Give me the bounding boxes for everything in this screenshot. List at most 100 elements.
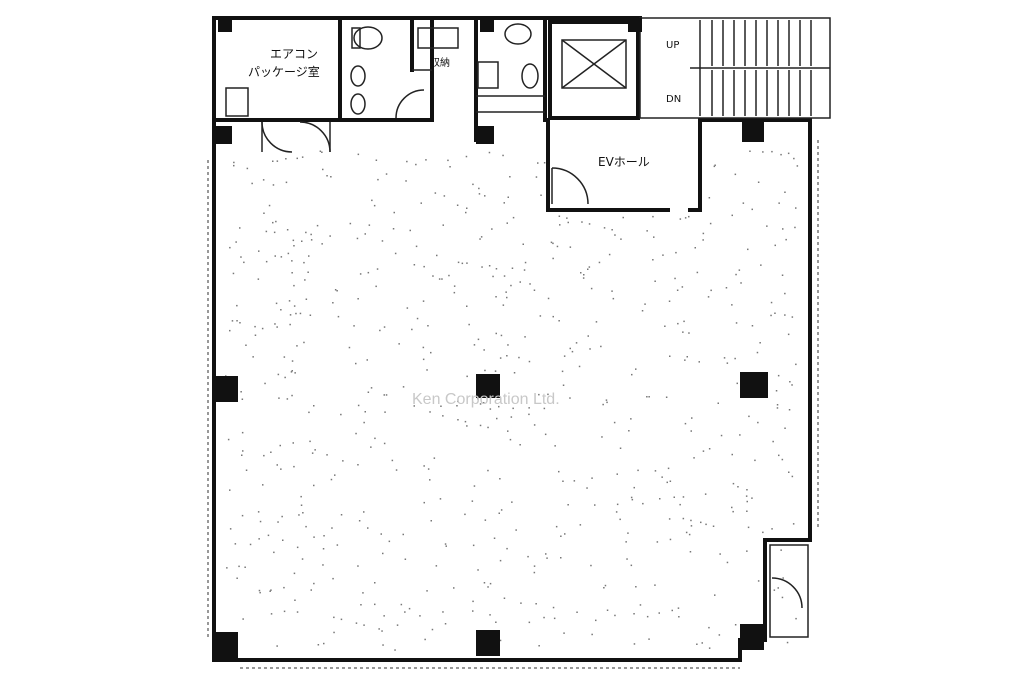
- floor-dot: [288, 300, 291, 302]
- floor-dot: [627, 532, 629, 534]
- floor-dot: [723, 357, 726, 359]
- floor-dot: [598, 261, 601, 264]
- floor-dot: [426, 590, 428, 592]
- floor-dot: [379, 329, 381, 332]
- floor-dot: [507, 196, 509, 198]
- floor-dot: [262, 179, 265, 181]
- floor-dot: [731, 214, 733, 217]
- floor-dot: [427, 468, 430, 470]
- floor-dot: [241, 398, 244, 400]
- floor-dot: [466, 305, 468, 307]
- floor-dot: [464, 420, 467, 423]
- floor-dot: [786, 641, 789, 644]
- floor-dot: [296, 546, 299, 549]
- floor-dot: [770, 301, 773, 304]
- floor-dot: [689, 551, 692, 553]
- floor-dot: [243, 261, 245, 264]
- floor-dot: [509, 438, 512, 441]
- floor-dot: [615, 511, 618, 513]
- floor-dot: [646, 615, 649, 618]
- floor-dot: [588, 223, 591, 225]
- floor-dot: [633, 486, 635, 489]
- floor-dot: [684, 422, 687, 425]
- floor-dot: [442, 415, 444, 417]
- floor-dot: [465, 155, 468, 158]
- floor-dot: [524, 336, 526, 338]
- floor-dot: [511, 501, 513, 503]
- floor-dot: [600, 345, 602, 348]
- floor-dot: [503, 202, 505, 204]
- floor-dot: [787, 333, 790, 336]
- floor-dot: [295, 312, 297, 315]
- floor-dot: [668, 300, 671, 302]
- floor-dot: [684, 217, 687, 219]
- floor-dot: [713, 165, 716, 168]
- floor-dot: [512, 216, 515, 219]
- floor-dot: [795, 617, 797, 620]
- floor-dot: [404, 611, 406, 613]
- floor-dot: [236, 304, 238, 307]
- floor-dot: [366, 359, 368, 361]
- floor-dot: [776, 407, 779, 409]
- floor-dot: [233, 164, 235, 167]
- floor-dot: [269, 590, 271, 592]
- floor-dot: [244, 566, 246, 568]
- floor-dot: [633, 613, 635, 615]
- floor-dot: [263, 212, 265, 214]
- floor-dot: [644, 303, 646, 305]
- floor-dot: [383, 442, 386, 445]
- floor-dot: [776, 404, 779, 406]
- floor-dot: [558, 470, 560, 473]
- floor-dot: [439, 498, 442, 500]
- floor-dot: [602, 403, 604, 406]
- floor-dot: [590, 564, 592, 567]
- floor-dot: [606, 401, 608, 404]
- floor-dot: [275, 302, 278, 305]
- floor-dot: [453, 285, 456, 287]
- floor-dot: [780, 549, 782, 551]
- floor-dot: [239, 322, 241, 324]
- floor-dot: [679, 503, 681, 506]
- floor-dot: [241, 454, 243, 456]
- floor-dot: [494, 370, 497, 372]
- floor-dot: [630, 496, 633, 499]
- floor-dot: [234, 543, 237, 545]
- toilet-block-2: [430, 16, 547, 142]
- floor-dot: [340, 413, 342, 416]
- floor-dot: [635, 368, 637, 370]
- floor-dot: [415, 163, 417, 166]
- floor-dot: [322, 548, 325, 550]
- floor-dot: [466, 425, 468, 427]
- floor-dot: [406, 160, 408, 163]
- elevator-shaft: [548, 20, 640, 120]
- floor-dot: [441, 278, 443, 280]
- floor-dot: [229, 329, 231, 332]
- ev-hall-label: EVホール: [598, 155, 650, 169]
- floor-dot: [413, 264, 416, 266]
- floor-dot: [280, 468, 282, 470]
- floor-dot: [355, 362, 357, 365]
- floor-dot: [491, 228, 493, 230]
- ev-hall: [546, 118, 702, 212]
- floor-dot: [289, 323, 291, 326]
- floor-dot: [519, 281, 521, 283]
- floor-dot: [299, 312, 302, 315]
- floor-dot: [433, 457, 436, 459]
- floor-dot: [453, 587, 455, 589]
- floor-dot: [679, 218, 682, 220]
- floor-dot: [735, 273, 737, 276]
- floor-dot: [619, 447, 622, 449]
- floor-dot: [552, 606, 555, 609]
- floor-dot: [509, 176, 511, 178]
- floor-dot: [371, 199, 373, 202]
- floor-dot: [677, 322, 679, 325]
- floor-dot: [232, 272, 235, 275]
- floor-dot: [296, 157, 298, 160]
- floor-dot: [457, 419, 459, 421]
- floor-dot: [717, 402, 719, 404]
- floor-dot: [479, 238, 481, 240]
- floor-dot: [653, 236, 655, 238]
- floor-dot: [283, 610, 286, 613]
- floor-dot: [614, 614, 616, 617]
- floor-dot: [249, 543, 252, 546]
